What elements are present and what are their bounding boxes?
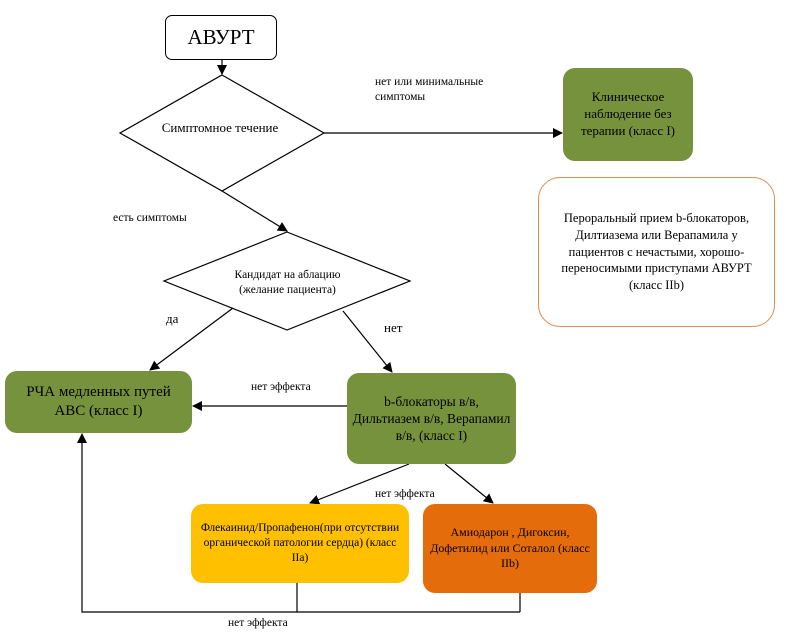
edge-yes [149, 307, 234, 371]
flecainide-node: Флекаинид/Пропафенон(при отсутствии орга… [191, 504, 409, 583]
symptomatic-label: Симптомное течение [161, 119, 279, 135]
edge-label-no-effect-loop: нет эффекта [228, 617, 288, 629]
edge-label-no-symptoms: нет или минимальные симптомы [375, 76, 484, 103]
candidate-label: Кандидат на аблацию (желание пациента) [234, 269, 341, 296]
oral-therapy-node: Пероральный прием b-блокаторов, Дилтиазе… [538, 177, 775, 327]
rfa-node: РЧА медленных путей АВС (класс I) [5, 371, 192, 433]
edge-no-effect-loop [77, 433, 298, 613]
edge-to-amiodarone [444, 463, 494, 504]
iv-drugs-node: b-блокаторы в/в, Дильтиазем в/в, Верапам… [347, 373, 516, 464]
edge-label-has-symptoms: есть симптомы [113, 212, 187, 224]
edge-label-no-effect-branch: нет эффекта [375, 488, 435, 500]
edge-label-no-effect-iv: нет эффекта [251, 381, 311, 393]
decision-candidate [162, 231, 412, 331]
edge-label-yes: да [166, 311, 179, 326]
edge-to-flecainide [309, 463, 410, 505]
observation-node: Клиническое наблюдение без терапии (клас… [563, 68, 693, 161]
edge-has-symptoms [221, 190, 288, 232]
edge-no [342, 310, 393, 373]
start-node: АВУРТ [165, 15, 277, 60]
edge-label-no: нет [384, 320, 403, 335]
amiodarone-node: Амиодарон , Дигоксин, Дофетилид или Сота… [423, 504, 597, 593]
